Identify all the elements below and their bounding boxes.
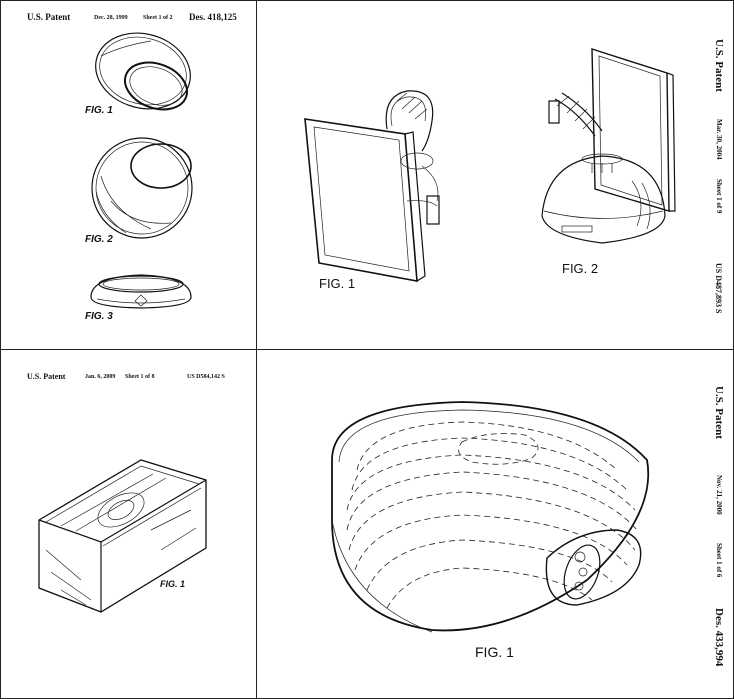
patent-label: U.S. Patent: [27, 12, 71, 22]
patent-number: Des. 433,994: [713, 608, 725, 667]
fig3-drawing: [90, 274, 192, 309]
patent-date: Nov. 21, 2000: [715, 475, 723, 515]
patent-sheet: Sheet 1 of 2: [143, 15, 173, 21]
patent-date: Jan. 6, 2009: [85, 374, 116, 380]
patent-drawing-2: [304, 48, 676, 282]
fig-label: FIG. 2: [562, 261, 599, 276]
fig-label: FIG. 3: [85, 311, 113, 322]
patent-panel-1: U.S. Patent Dec. 28, 1999 Sheet 1 of 2 D…: [0, 0, 257, 350]
patent-sheet: Sheet 1 of 6: [715, 543, 723, 578]
patent-number: US D487,893 S: [714, 263, 723, 314]
fig1-drawing: [38, 459, 207, 613]
fig2-drawing: [91, 137, 193, 239]
patent-date: Mar. 30, 2004: [715, 119, 723, 160]
patent-drawing-4: [331, 401, 650, 633]
patent-panel-3: U.S. Patent Jan. 6, 2009 Sheet 1 of 8 US…: [0, 349, 257, 699]
fig-label: FIG. 1: [319, 276, 356, 291]
fig1-drawing: [331, 401, 650, 633]
fig-label: FIG. 1: [475, 644, 514, 660]
patent-drawing-3: [38, 459, 207, 613]
patent-label: U.S. Patent: [713, 39, 725, 92]
patent-sheet: Sheet 1 of 9: [715, 179, 723, 214]
patent-number: US D584,142 S: [187, 374, 225, 380]
patent-sheet: Sheet 1 of 8: [125, 374, 155, 380]
fig1-drawing: [95, 32, 191, 111]
fig-label: FIG. 2: [85, 234, 113, 245]
fig2-drawing: [541, 48, 676, 244]
patent-panel-2: FIG. 1 FIG. 2 U.S. Patent Mar. 30, 2004 …: [256, 0, 734, 350]
fig1-drawing: [304, 90, 440, 282]
fig-label: FIG. 1: [160, 579, 186, 589]
fig-label: FIG. 1: [85, 105, 113, 116]
patent-label: U.S. Patent: [27, 372, 66, 381]
patent-drawing-1: [90, 32, 193, 309]
patent-panel-4: FIG. 1 U.S. Patent Nov. 21, 2000 Sheet 1…: [256, 349, 734, 699]
patent-date: Dec. 28, 1999: [94, 15, 128, 21]
patent-label: U.S. Patent: [713, 386, 725, 439]
patent-number: Des. 418,125: [189, 12, 237, 22]
